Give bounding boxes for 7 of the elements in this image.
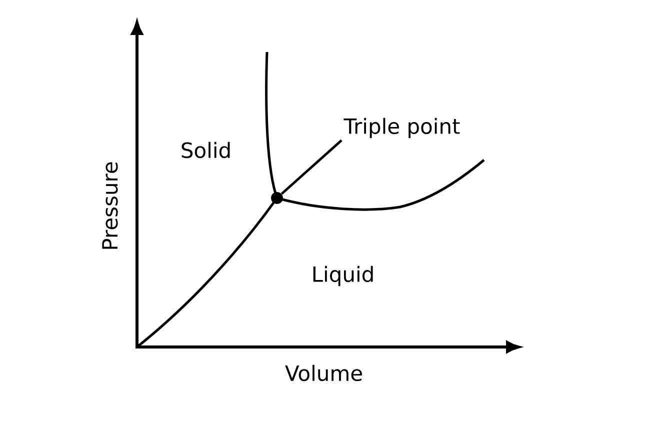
triple-point-dot [271, 192, 283, 204]
leader-line [280, 139, 342, 195]
region-label: Liquid [313, 266, 373, 286]
point-label: Triple point [344, 118, 460, 138]
axis-label: Pressure [102, 162, 118, 249]
region-label: Solid [182, 142, 230, 158]
axis-label: Volume [285, 364, 362, 382]
